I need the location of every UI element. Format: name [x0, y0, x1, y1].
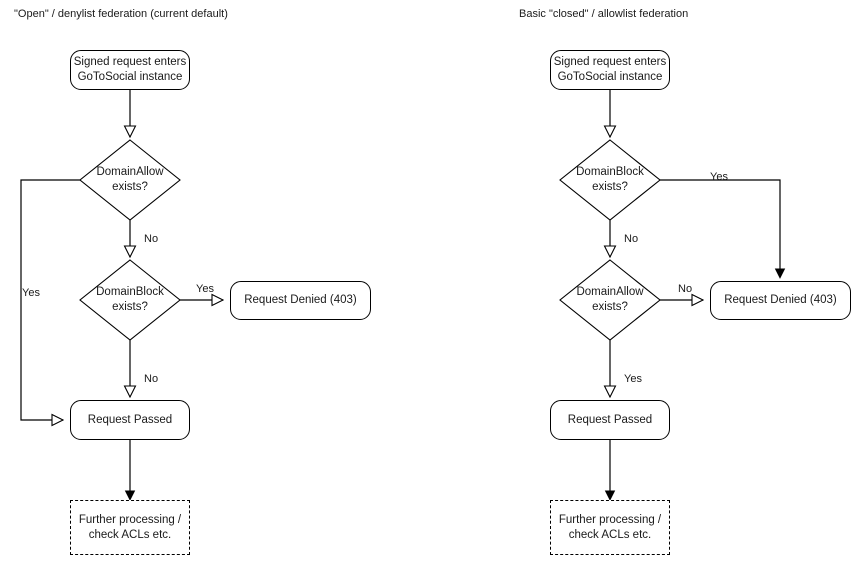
- node-request-passed: Request Passed: [70, 400, 190, 440]
- edge-label-domainblock-no-right: No: [624, 233, 639, 245]
- edge-label-domainblock-yes: Yes: [196, 283, 214, 295]
- node-further-processing-right: Further processing / check ACLs etc.: [550, 500, 670, 555]
- decision-line-2: exists?: [592, 301, 628, 313]
- node-signed-request-enters-right: Signed request enters GoToSocial instanc…: [550, 50, 670, 90]
- edge-label-domainallow-no: No: [144, 233, 159, 245]
- decision-line-1: DomainAllow: [576, 286, 644, 298]
- decision-line-1: DomainBlock: [96, 286, 164, 298]
- node-line-2: GoToSocial instance: [77, 71, 183, 83]
- node-request-denied-right: Request Denied (403): [710, 281, 851, 320]
- diamond-domainblock-shape-right: [559, 139, 661, 221]
- decision-line-2: exists?: [112, 301, 148, 313]
- edge-label-domainallow-yes-right: Yes: [624, 373, 642, 385]
- diamond-domainallow-shape-right: [559, 259, 661, 341]
- node-line-1: Further processing /: [558, 513, 662, 526]
- node-line-1: Further processing /: [78, 513, 182, 526]
- diagram-title-closed-allowlist: Basic "closed" / allowlist federation: [519, 8, 689, 20]
- diagram-title-open-denylist: "Open" / denylist federation (current de…: [14, 8, 228, 20]
- edge-label-domainblock-no: No: [144, 373, 159, 385]
- diamond-domainblock-shape: [79, 259, 181, 341]
- node-request-denied: Request Denied (403): [230, 281, 371, 320]
- node-decision-domainblock: DomainBlock exists?: [80, 260, 180, 340]
- node-request-passed-right: Request Passed: [550, 400, 670, 440]
- node-decision-domainallow-right: DomainAllow exists?: [560, 260, 660, 340]
- edge-label-domainallow-yes: Yes: [22, 287, 40, 299]
- decision-line-2: exists?: [112, 181, 148, 193]
- node-signed-request-enters: Signed request enters GoToSocial instanc…: [70, 50, 190, 90]
- edge-domainblock-yes-to-request-denied-right: [660, 179, 780, 277]
- node-line-1: Signed request enters: [73, 56, 187, 68]
- edge-label-domainblock-yes-right: Yes: [710, 171, 728, 183]
- decision-line-1: DomainBlock: [576, 166, 644, 178]
- node-line-2: check ACLs etc.: [88, 528, 172, 541]
- decision-line-2: exists?: [592, 181, 628, 193]
- node-line-2: GoToSocial instance: [557, 71, 663, 83]
- node-line-2: check ACLs etc.: [568, 528, 652, 541]
- node-decision-domainallow: DomainAllow exists?: [80, 140, 180, 220]
- edge-domainallow-yes-to-request-passed: [20, 179, 80, 420]
- node-further-processing: Further processing / check ACLs etc.: [70, 500, 190, 555]
- node-line-1: Signed request enters: [553, 56, 667, 68]
- edge-label-domainallow-no-right: No: [678, 283, 693, 295]
- decision-line-1: DomainAllow: [96, 166, 164, 178]
- node-decision-domainblock-right: DomainBlock exists?: [560, 140, 660, 220]
- diamond-domainallow-shape: [79, 139, 181, 221]
